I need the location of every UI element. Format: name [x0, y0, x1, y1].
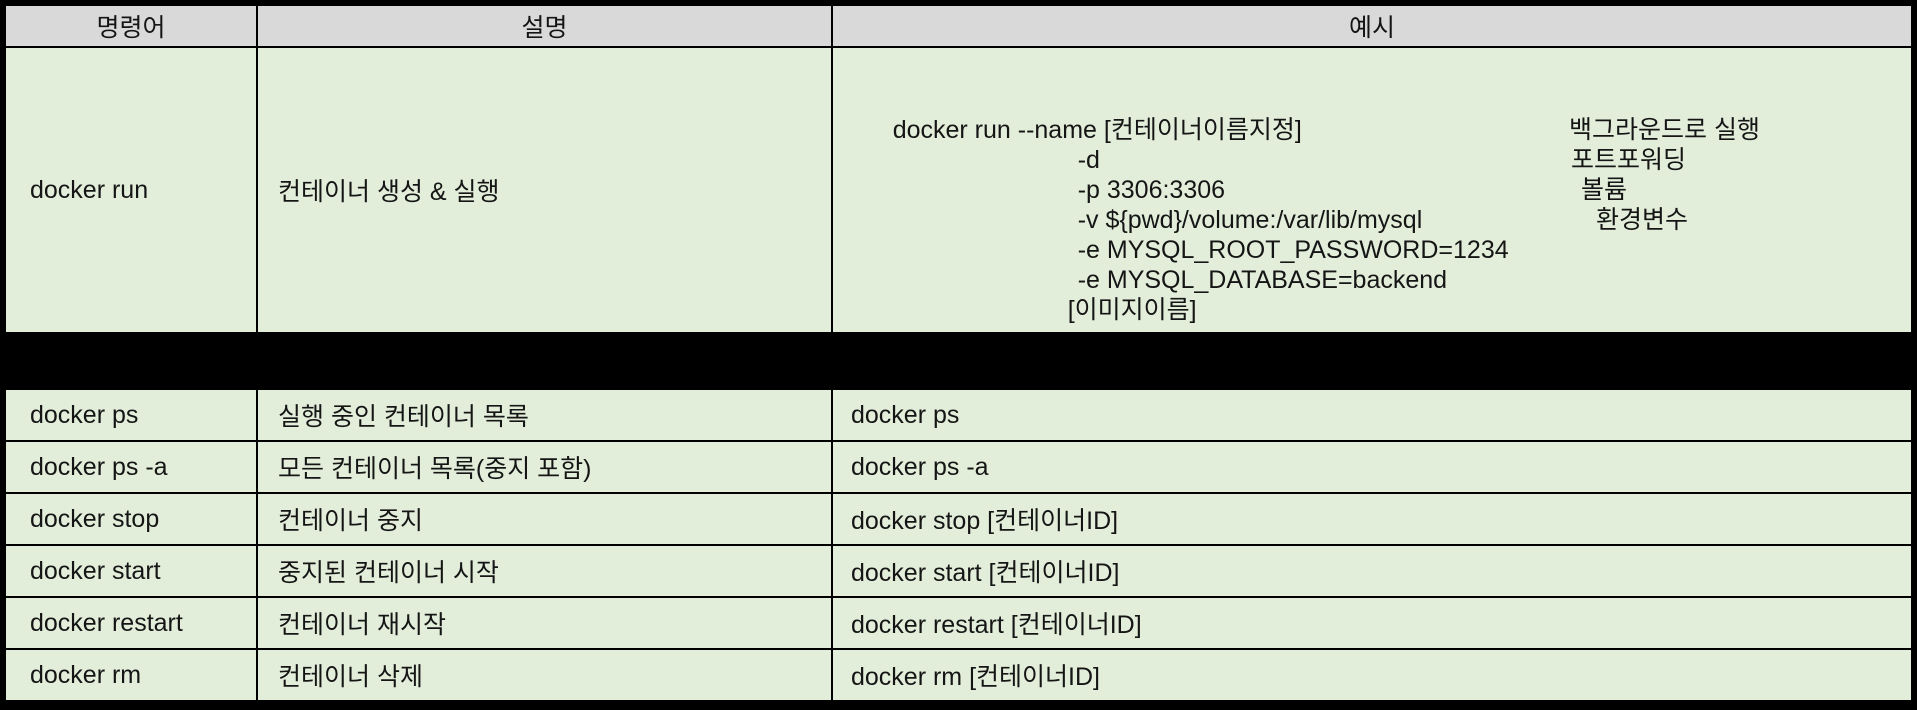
command-cell: docker ps — [6, 390, 256, 440]
header-cell-example: 예시 — [833, 6, 1911, 46]
example-line: -p 3306:3306 포트포워딩 — [851, 145, 1911, 204]
example-cell: docker run --name [컨테이너이름지정] -d 백그라운드로 실… — [833, 48, 1911, 332]
example-cell: docker stop [컨테이너ID] — [833, 494, 1911, 544]
example-note: 볼륨 — [1581, 176, 1628, 204]
example-note: 환경변수 — [1596, 206, 1689, 234]
example-note: 포트포워딩 — [1571, 146, 1687, 174]
example-line: [이미지이름] — [851, 265, 1911, 324]
example-text: -p 3306:3306 — [1077, 176, 1226, 204]
example-line: -d 백그라운드로 실행 — [851, 115, 1911, 174]
example-text: [이미지이름] — [1067, 296, 1197, 324]
command-cell: docker start — [6, 546, 256, 596]
example-line: -v ${pwd}/volume:/var/lib/mysql 볼륨 — [851, 175, 1911, 234]
description-cell: 실행 중인 컨테이너 목록 — [258, 390, 831, 440]
example-line: -e MYSQL_DATABASE=backend — [851, 235, 1911, 294]
example-line: -e MYSQL_ROOT_PASSWORD=1234 환경변수 — [851, 205, 1911, 264]
command-cell: docker run — [6, 48, 256, 332]
description-cell: 컨테이너 삭제 — [258, 650, 831, 700]
command-cell: docker restart — [6, 598, 256, 648]
example-cell: docker start [컨테이너ID] — [833, 546, 1911, 596]
example-line: docker run --name [컨테이너이름지정] — [851, 85, 1911, 144]
description-cell: 컨테이너 재시작 — [258, 598, 831, 648]
example-text: -v ${pwd}/volume:/var/lib/mysql — [1077, 206, 1423, 234]
command-cell: docker stop — [6, 494, 256, 544]
description-cell: 컨테이너 중지 — [258, 494, 831, 544]
description-cell: 컨테이너 생성 & 실행 — [258, 48, 831, 332]
header-cell-description: 설명 — [258, 6, 831, 46]
redacted-row — [6, 334, 1911, 388]
example-text: -e MYSQL_ROOT_PASSWORD=1234 — [1077, 236, 1509, 264]
header-cell-command: 명령어 — [6, 6, 256, 46]
example-cell: docker ps — [833, 390, 1911, 440]
description-cell: 모든 컨테이너 목록(중지 포함) — [258, 442, 831, 492]
command-cell: docker ps -a — [6, 442, 256, 492]
example-cell: docker rm [컨테이너ID] — [833, 650, 1911, 700]
example-cell: docker ps -a — [833, 442, 1911, 492]
example-note: 백그라운드로 실행 — [1569, 116, 1760, 144]
description-cell: 중지된 컨테이너 시작 — [258, 546, 831, 596]
command-cell: docker rm — [6, 650, 256, 700]
example-text: docker run --name [컨테이너이름지정] — [892, 116, 1302, 144]
example-text: -e MYSQL_DATABASE=backend — [1077, 266, 1448, 294]
example-text: -d — [1077, 146, 1100, 174]
example-cell: docker restart [컨테이너ID] — [833, 598, 1911, 648]
